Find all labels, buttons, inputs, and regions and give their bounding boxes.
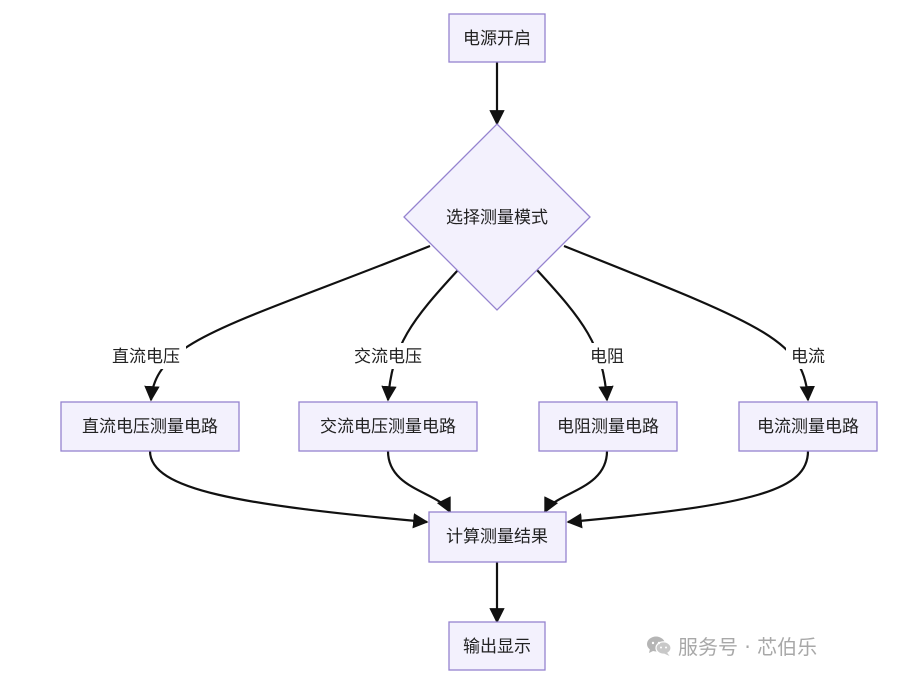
edge-select-acv	[381, 269, 459, 402]
edge-select-cur	[563, 244, 815, 402]
watermark: 服务号 · 芯伯乐	[646, 631, 817, 660]
edge-label-res-text: 电阻	[590, 347, 624, 367]
wechat-icon	[647, 636, 672, 656]
node-resistance-circuit-label: 电阻测量电路	[557, 417, 659, 437]
node-ac-voltage-circuit-label: 交流电压测量电路	[320, 417, 456, 437]
node-select-mode: 选择测量模式	[403, 123, 591, 311]
edge-label-dcv-text: 直流电压	[112, 347, 180, 367]
node-dc-voltage-circuit: 直流电压测量电路	[60, 401, 240, 452]
node-ac-voltage-circuit: 交流电压测量电路	[298, 401, 478, 452]
edge-label-cur: 电流	[786, 343, 830, 369]
node-power-on-label: 电源开启	[463, 29, 531, 49]
edge-dcv-calc	[148, 450, 429, 529]
node-select-mode-label: 选择测量模式	[446, 208, 548, 228]
node-resistance-circuit: 电阻测量电路	[538, 401, 678, 452]
node-calculate-result: 计算测量结果	[428, 511, 567, 563]
edge-select-dcv	[144, 244, 431, 402]
node-current-circuit: 电流测量电路	[738, 401, 878, 452]
edge-label-res: 电阻	[585, 343, 629, 369]
edge-cur-calc	[566, 450, 810, 529]
edge-label-dcv: 直流电压	[106, 343, 186, 369]
node-output-display: 输出显示	[448, 621, 546, 671]
watermark-text: 服务号 · 芯伯乐	[678, 635, 818, 659]
edge-label-acv-text: 交流电压	[354, 347, 422, 367]
node-dc-voltage-circuit-label: 直流电压测量电路	[82, 417, 218, 437]
edge-res-calc	[544, 450, 609, 514]
node-output-display-label: 输出显示	[463, 637, 531, 657]
node-calculate-result-label: 计算测量结果	[446, 527, 548, 547]
node-power-on: 电源开启	[448, 13, 546, 63]
edge-acv-calc	[386, 450, 451, 514]
edge-label-cur-text: 电流	[791, 347, 825, 367]
edge-label-acv: 交流电压	[346, 343, 430, 369]
edge-select-res	[536, 269, 614, 402]
edges	[144, 62, 815, 624]
node-current-circuit-label: 电流测量电路	[757, 417, 859, 437]
